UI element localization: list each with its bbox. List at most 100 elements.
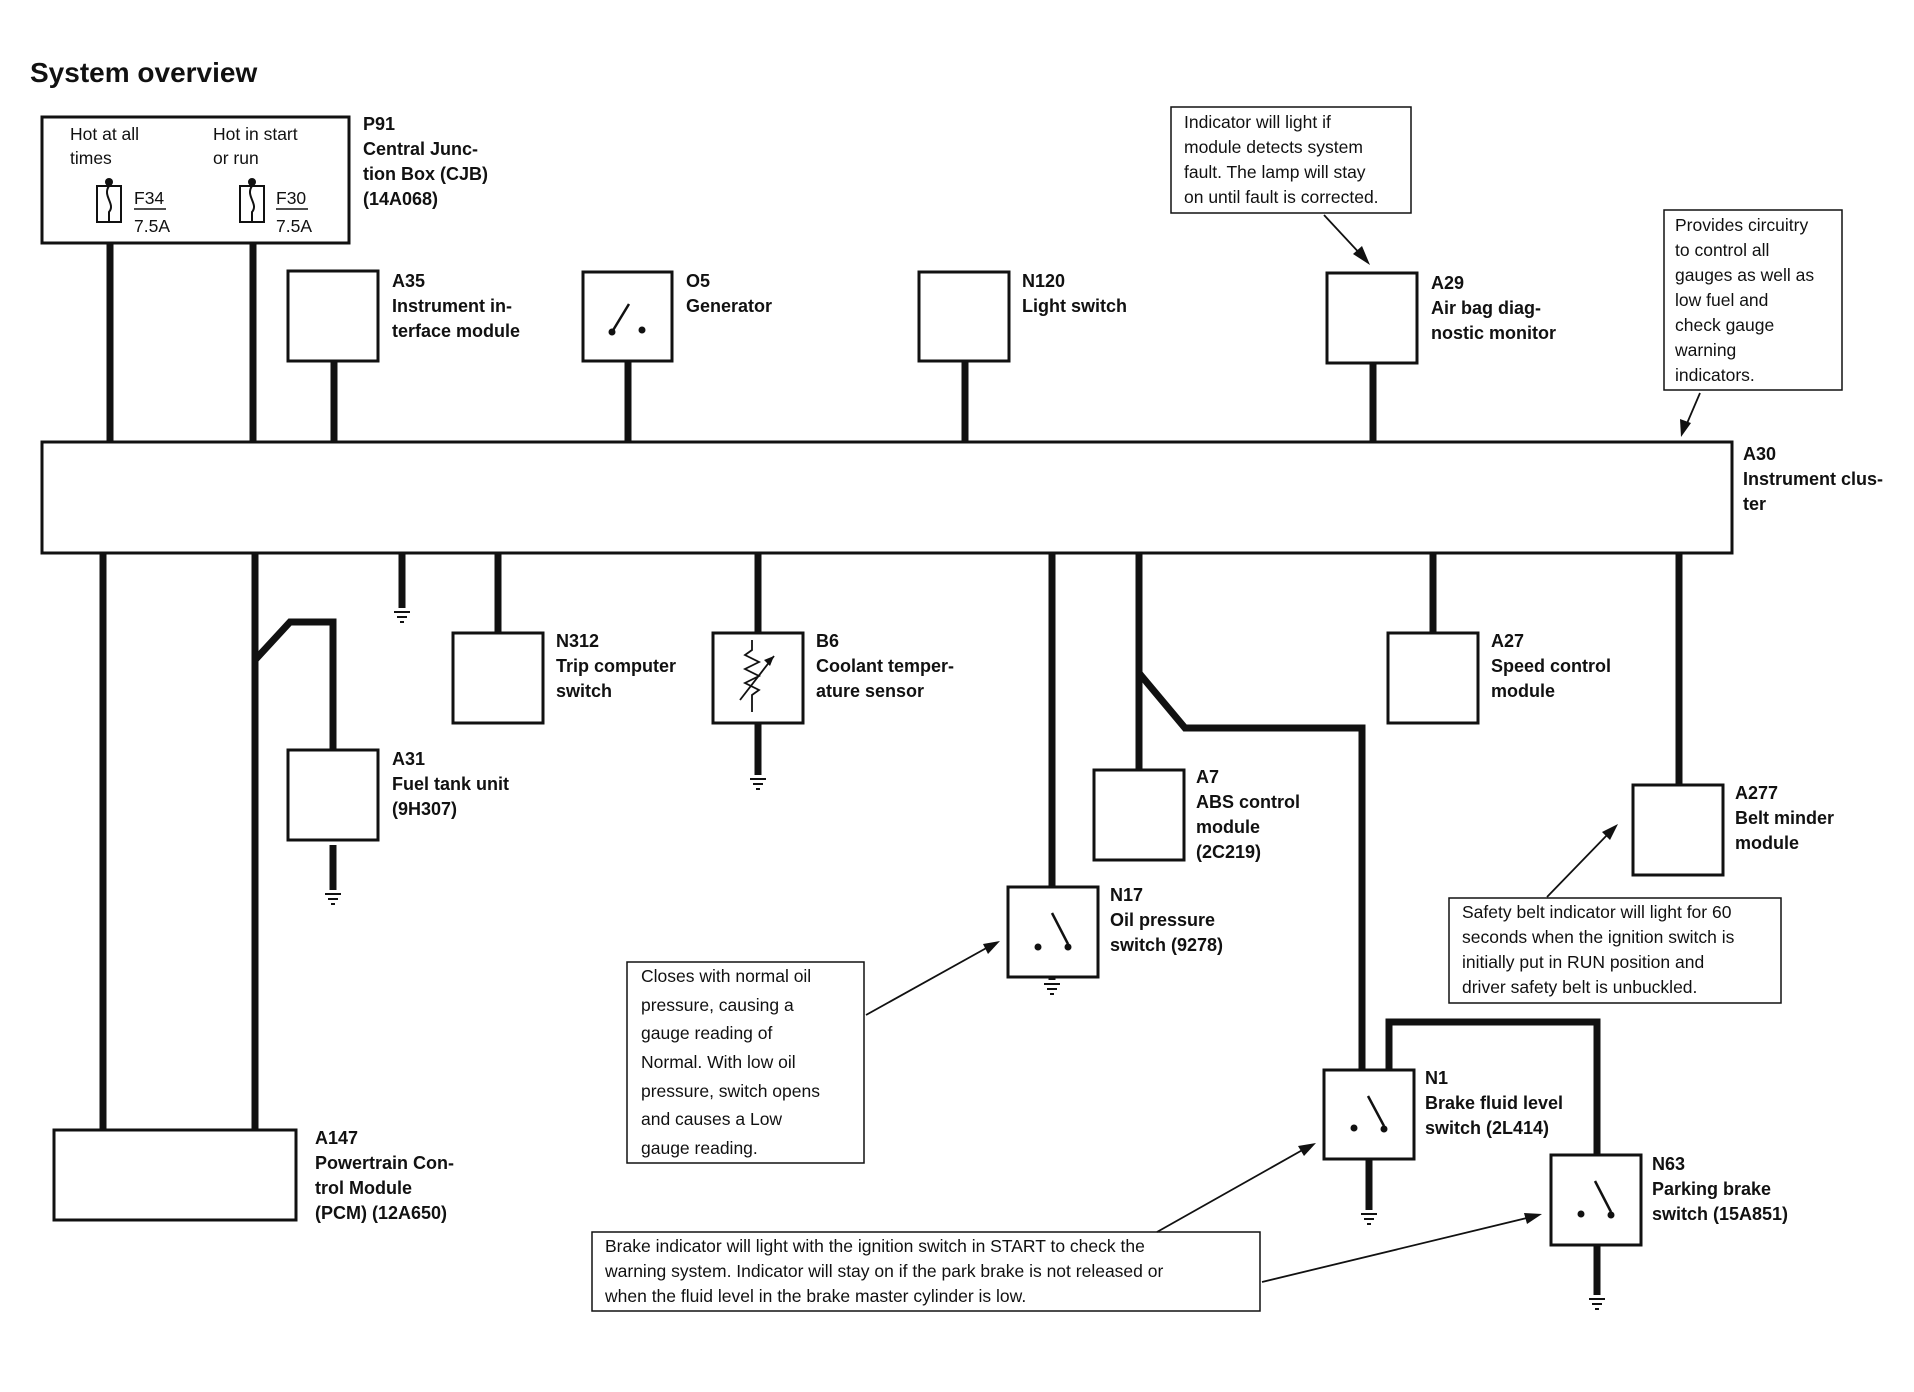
a7-label: A7 ABS control module (2C219) xyxy=(1196,767,1300,862)
note-line: when the fluid level in the brake master… xyxy=(604,1286,1026,1306)
switch-icon xyxy=(608,303,646,336)
label-line: terface module xyxy=(392,321,520,341)
note-line: Normal. With low oil xyxy=(641,1052,796,1072)
callout-arrows xyxy=(865,214,1701,1283)
a7-box xyxy=(1092,768,1186,862)
note-line: and causes a Low xyxy=(641,1109,782,1129)
ground-icon xyxy=(394,611,410,623)
note-line: pressure, causing a xyxy=(641,995,794,1015)
label-line: trol Module xyxy=(315,1178,412,1198)
note-line: seconds when the ignition switch is xyxy=(1462,927,1735,947)
label-line: Instrument clus- xyxy=(1743,469,1883,489)
note-line: warning system. Indicator will stay on i… xyxy=(604,1261,1163,1281)
note-box xyxy=(1448,897,1782,1004)
ground-icon xyxy=(1361,1213,1377,1225)
n312-box xyxy=(451,631,545,725)
central-junction-box: Hot at all times Hot in start or run F34… xyxy=(40,115,351,245)
fuse-icon xyxy=(96,178,122,223)
note-cluster: Provides circuitry to control all gauges… xyxy=(1663,209,1843,391)
wires xyxy=(99,230,1683,1295)
note-line: indicators. xyxy=(1675,365,1755,385)
note-line: gauge reading. xyxy=(641,1138,758,1158)
a277-label: A277 Belt minder module xyxy=(1735,783,1834,853)
a147-box xyxy=(52,1128,298,1222)
label-line: switch (2L414) xyxy=(1425,1118,1549,1138)
note-line: Brake indicator will light with the igni… xyxy=(605,1236,1145,1256)
a147-label: A147 Powertrain Con- trol Module (PCM) (… xyxy=(315,1128,454,1223)
label-line: Generator xyxy=(686,296,772,316)
switch-icon xyxy=(1350,1095,1388,1133)
note-brake: Brake indicator will light with the igni… xyxy=(591,1231,1261,1312)
label-line: module xyxy=(1735,833,1799,853)
label-line: A35 xyxy=(392,271,425,291)
a27-label: A27 Speed control module xyxy=(1491,631,1611,701)
n312-label: N312 Trip computer switch xyxy=(556,631,676,701)
label-line: A7 xyxy=(1196,767,1219,787)
label-line: Instrument in- xyxy=(392,296,512,316)
note-line: low fuel and xyxy=(1675,290,1768,310)
n1-label: N1 Brake fluid level switch (2L414) xyxy=(1425,1068,1563,1138)
label-line: tion Box (CJB) xyxy=(363,164,488,184)
label-line: Belt minder xyxy=(1735,808,1834,828)
note-line: module detects system xyxy=(1184,137,1363,157)
note-belt: Safety belt indicator will light for 60 … xyxy=(1448,897,1782,1004)
page-title: System overview xyxy=(30,57,257,88)
n63-box xyxy=(1549,1153,1643,1247)
label-line: (2C219) xyxy=(1196,842,1261,862)
a35-label: A35 Instrument in- terface module xyxy=(392,271,520,341)
wire-brake-fluid xyxy=(1135,553,1366,1070)
label-line: switch (15A851) xyxy=(1652,1204,1788,1224)
fuse-f30-rating: 7.5A xyxy=(276,216,312,236)
arrowhead-icon xyxy=(1680,419,1691,437)
note-box xyxy=(1170,106,1412,214)
note-line: to control all xyxy=(1675,240,1769,260)
label-line: A277 xyxy=(1735,783,1778,803)
label-line: module xyxy=(1491,681,1555,701)
label-line: Parking brake xyxy=(1652,1179,1771,1199)
a31-label: A31 Fuel tank unit (9H307) xyxy=(392,749,509,819)
wire-fuel-tank xyxy=(251,553,337,750)
note-line: Safety belt indicator will light for 60 xyxy=(1462,902,1732,922)
note-line: gauges as well as xyxy=(1675,265,1814,285)
label-line: A29 xyxy=(1431,273,1464,293)
arrow-brake-fluid xyxy=(1156,1147,1307,1233)
label-line: N1 xyxy=(1425,1068,1448,1088)
n120-label: N120 Light switch xyxy=(1022,271,1127,316)
note-line: warning xyxy=(1674,340,1736,360)
ground-icon xyxy=(325,893,341,905)
cjb-hot-all-line2: times xyxy=(70,148,112,168)
arrowhead-icon xyxy=(983,941,1000,954)
a29-label: A29 Air bag diag- nostic monitor xyxy=(1431,273,1556,343)
label-line: Speed control xyxy=(1491,656,1611,676)
label-line: A147 xyxy=(315,1128,358,1148)
note-line: on until fault is corrected. xyxy=(1184,187,1379,207)
note-line: Closes with normal oil xyxy=(641,966,811,986)
ground-icon xyxy=(1589,1298,1605,1310)
n17-label: N17 Oil pressure switch (9278) xyxy=(1110,885,1223,955)
a30-label: A30 Instrument clus- ter xyxy=(1743,444,1883,514)
ground-symbols xyxy=(325,611,1605,1310)
n1-box xyxy=(1322,1068,1416,1161)
arrow-belt xyxy=(1546,831,1611,898)
arrowhead-icon xyxy=(1298,1143,1316,1156)
note-line: Indicator will light if xyxy=(1184,112,1331,132)
fuse-f34-rating: 7.5A xyxy=(134,216,170,236)
note-box xyxy=(591,1231,1261,1312)
a29-box xyxy=(1325,271,1419,365)
arrowhead-icon xyxy=(1524,1213,1542,1224)
arrow-oil xyxy=(865,945,991,1016)
label-line: Powertrain Con- xyxy=(315,1153,454,1173)
arrow-parking-brake xyxy=(1261,1216,1532,1283)
label-line: switch (9278) xyxy=(1110,935,1223,955)
label-line: switch xyxy=(556,681,612,701)
n120-box xyxy=(917,270,1011,363)
label-line: A27 xyxy=(1491,631,1524,651)
label-line: A31 xyxy=(392,749,425,769)
note-line: fault. The lamp will stay xyxy=(1184,162,1366,182)
note-line: Provides circuitry xyxy=(1675,215,1808,235)
label-line: Trip computer xyxy=(556,656,676,676)
label-line: ature sensor xyxy=(816,681,924,701)
note-line: initially put in RUN position and xyxy=(1462,952,1704,972)
label-line: nostic monitor xyxy=(1431,323,1556,343)
